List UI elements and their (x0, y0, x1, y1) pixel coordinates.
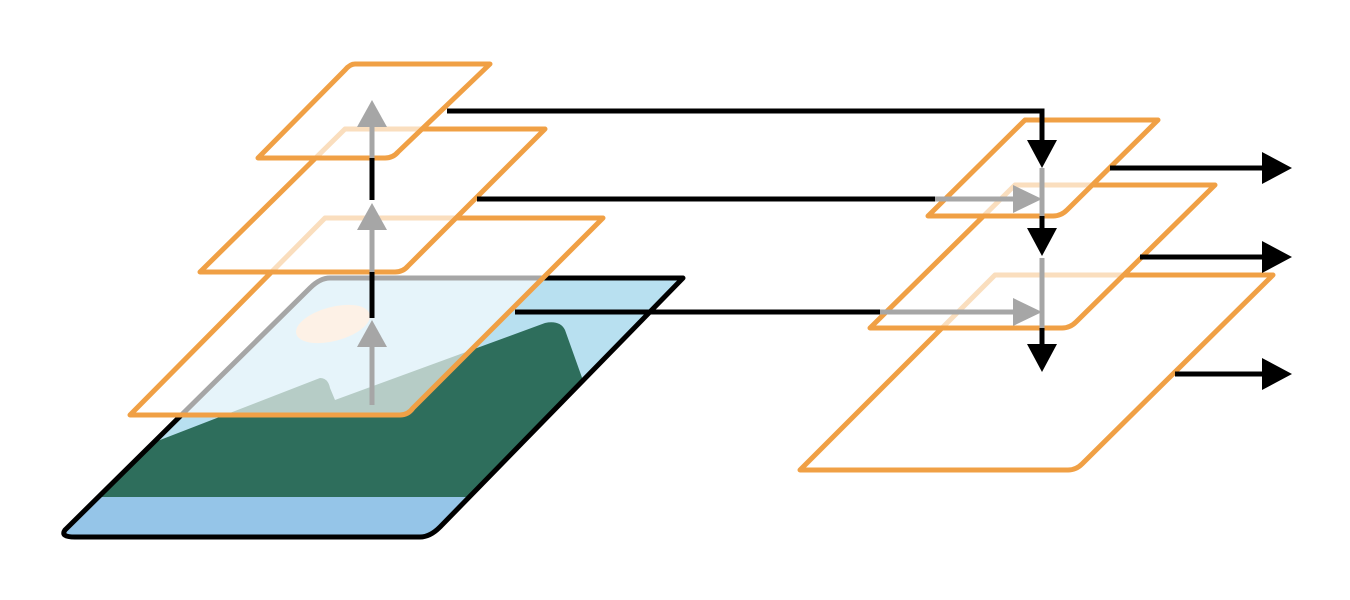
bottom-up-level-1 (127, 215, 606, 418)
mountain-shape (80, 322, 590, 520)
top-down-arrows (1027, 168, 1057, 372)
bottom-up-arrows (357, 100, 387, 405)
top-down-level-1 (797, 272, 1276, 473)
top-down-level-2 (867, 182, 1218, 331)
water-strip (63, 497, 683, 537)
output-arrows (1110, 152, 1292, 390)
bottom-up-level-2 (197, 126, 548, 275)
lateral-connections (447, 108, 1057, 326)
